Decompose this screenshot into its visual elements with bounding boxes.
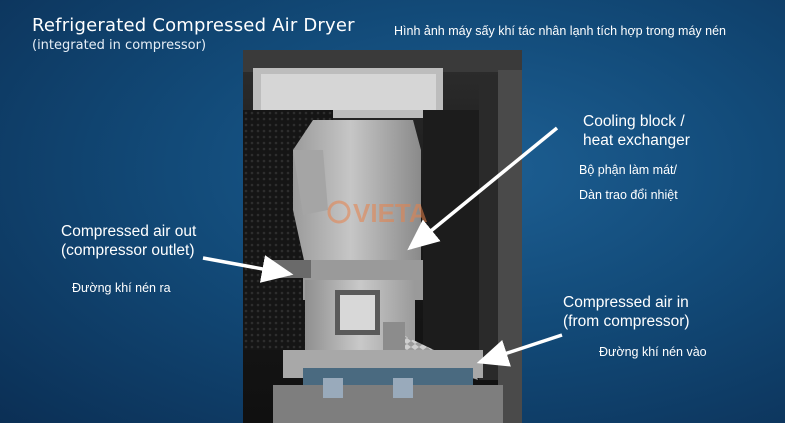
outlet-label-en: Compressed air out (compressor outlet) bbox=[61, 222, 196, 260]
outlet-label-en-line1: Compressed air out bbox=[61, 223, 197, 240]
cooling-label-en-line1: Cooling block / bbox=[583, 113, 685, 130]
watermark-logo-icon bbox=[327, 200, 351, 224]
cooling-label-en-line2: heat exchanger bbox=[583, 132, 690, 149]
cooling-label-en: Cooling block / heat exchanger bbox=[583, 112, 690, 150]
outlet-arrow bbox=[202, 255, 294, 283]
inlet-label-en-line1: Compressed air in bbox=[563, 294, 689, 311]
dryer-illustration: VIETA bbox=[243, 50, 522, 423]
cooling-arrow bbox=[407, 126, 559, 251]
slide-title: Refrigerated Compressed Air Dryer bbox=[32, 15, 355, 36]
inlet-arrow bbox=[476, 333, 563, 367]
inlet-label-vn: Đường khí nén vào bbox=[599, 345, 707, 359]
outlet-label-en-line2: (compressor outlet) bbox=[61, 242, 195, 259]
cooling-block bbox=[293, 120, 421, 265]
top-frame bbox=[243, 50, 522, 72]
outlet-label-vn: Đường khí nén ra bbox=[72, 281, 171, 295]
dryer-photo: VIETA bbox=[243, 50, 522, 423]
cooling-label-vn-line1: Bộ phận làm mát/ bbox=[579, 163, 677, 177]
slide-subtitle: (integrated in compressor) bbox=[32, 38, 207, 53]
cooling-label-vn-line2: Dàn trao đổi nhiệt bbox=[579, 188, 678, 202]
inlet-label-en: Compressed air in (from compressor) bbox=[563, 293, 690, 331]
slide-title-vietnamese: Hình ảnh máy sấy khí tác nhân lạnh tích … bbox=[394, 24, 727, 38]
inlet-label-en-line2: (from compressor) bbox=[563, 313, 690, 330]
